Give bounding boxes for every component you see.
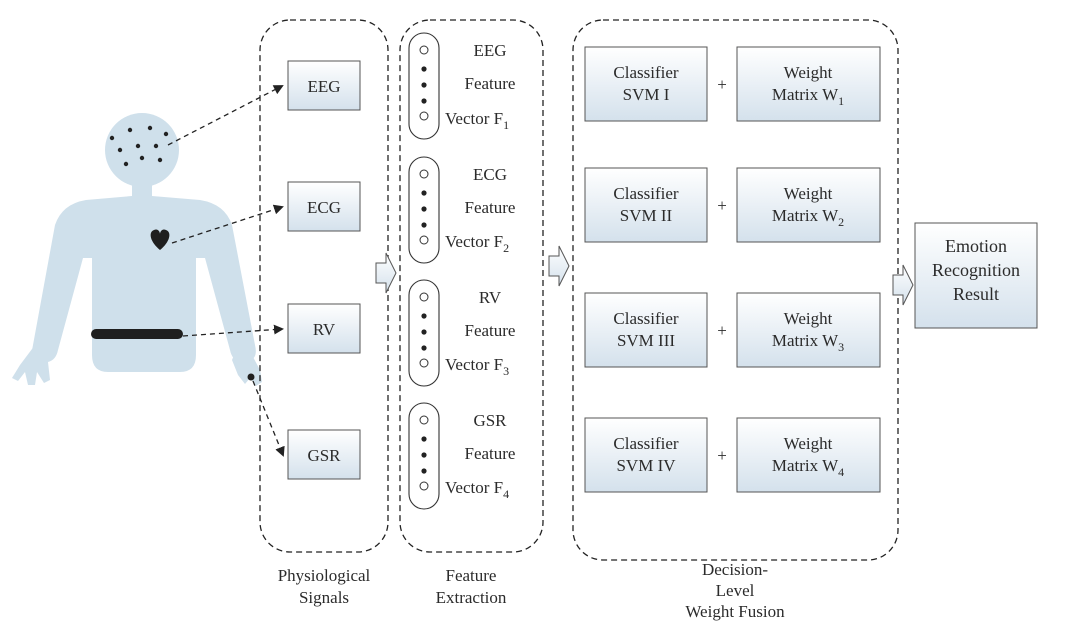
svg-text:Classifier: Classifier — [613, 63, 678, 82]
heart-icon — [150, 229, 170, 250]
svg-text:RV: RV — [313, 320, 336, 339]
svg-text:Feature: Feature — [465, 198, 516, 217]
svg-text:ECG: ECG — [307, 198, 341, 217]
svg-text:GSR: GSR — [307, 446, 341, 465]
feature-vector-gsr: GSR Feature Vector F4 — [408, 402, 516, 510]
signal-box-gsr: GSR — [287, 429, 361, 480]
svg-text:SVM IV: SVM IV — [616, 456, 676, 475]
svg-text:Feature: Feature — [465, 74, 516, 93]
eeg-electrodes — [109, 125, 169, 167]
flow-arrow-1 — [375, 252, 397, 294]
weight-matrix-box — [736, 292, 881, 368]
svg-text:Vector F4: Vector F4 — [445, 478, 509, 501]
svg-text:Physiological: Physiological — [278, 566, 371, 585]
svg-text:Vector F3: Vector F3 — [445, 355, 509, 378]
flow-arrow-2 — [548, 245, 570, 287]
left-hand-shape — [12, 345, 50, 385]
svg-text:EEG: EEG — [307, 77, 340, 96]
svg-text:Signals: Signals — [299, 588, 349, 607]
caption-feature-extraction: Feature Extraction — [436, 566, 507, 607]
svg-text:Extraction: Extraction — [436, 588, 507, 607]
sensor-connections — [167, 85, 285, 457]
svg-text:Vector F2: Vector F2 — [445, 232, 509, 255]
signal-box-ecg: ECG — [287, 181, 361, 232]
svg-text:Matrix W3: Matrix W3 — [772, 331, 844, 354]
svg-text:Weight: Weight — [784, 184, 833, 203]
ecg-connector — [171, 204, 284, 244]
torso-shape — [32, 185, 256, 372]
human-body-figure — [12, 113, 262, 386]
feature-vector-rv: RV Feature Vector F3 — [408, 279, 516, 387]
svg-text:Level: Level — [716, 581, 755, 600]
svg-text:Weight: Weight — [784, 63, 833, 82]
gsr-sensor — [247, 373, 255, 381]
svg-text:Matrix W2: Matrix W2 — [772, 206, 844, 229]
feature-vector-eeg: EEG Feature Vector F1 — [408, 32, 516, 140]
head-shape — [105, 113, 179, 187]
weight-matrix-box — [736, 417, 881, 493]
rv-connector — [182, 324, 284, 337]
svg-text:+: + — [717, 75, 727, 94]
svg-text:+: + — [717, 446, 727, 465]
svg-text:Weight: Weight — [784, 309, 833, 328]
caption-physiological-signals: Physiological Signals — [278, 566, 371, 607]
weight-matrix-box — [736, 46, 881, 122]
classifier-box — [584, 292, 708, 368]
caption-decision-fusion: Decision- Level Weight Fusion — [685, 560, 785, 621]
respiration-belt — [91, 329, 183, 339]
flow-arrow-3 — [892, 264, 914, 306]
feature-extraction-group — [399, 19, 544, 553]
emotion-result-box: Emotion Recognition Result — [914, 222, 1038, 329]
svg-text:Matrix W4: Matrix W4 — [772, 456, 844, 479]
svg-text:RV: RV — [479, 288, 502, 307]
svg-text:GSR: GSR — [473, 411, 507, 430]
svg-text:Vector F1: Vector F1 — [445, 109, 509, 132]
svg-text:Classifier: Classifier — [613, 434, 678, 453]
svg-text:Weight: Weight — [784, 434, 833, 453]
svg-text:ECG: ECG — [473, 165, 507, 184]
svg-text:Recognition: Recognition — [932, 260, 1020, 280]
svg-text:+: + — [717, 196, 727, 215]
eeg-connector — [167, 85, 284, 146]
svg-text:Feature: Feature — [465, 444, 516, 463]
fusion-row-2: Classifier SVM II + Weight Matrix W2 — [584, 167, 881, 243]
classifier-box — [584, 417, 708, 493]
fusion-row-1: Classifier SVM I + Weight Matrix W1 — [584, 46, 881, 122]
svg-text:Matrix W1: Matrix W1 — [772, 85, 844, 108]
svg-text:SVM I: SVM I — [623, 85, 670, 104]
feature-vector-ecg: ECG Feature Vector F2 — [408, 156, 516, 264]
fusion-row-3: Classifier SVM III + Weight Matrix W3 — [584, 292, 881, 368]
gsr-connector — [252, 380, 285, 457]
signal-box-eeg: EEG — [287, 60, 361, 111]
signal-box-rv: RV — [287, 303, 361, 354]
svg-text:SVM II: SVM II — [620, 206, 673, 225]
svg-text:Decision-: Decision- — [702, 560, 768, 579]
svg-text:EEG: EEG — [473, 41, 506, 60]
svg-text:Result: Result — [953, 284, 999, 304]
svg-text:Classifier: Classifier — [613, 309, 678, 328]
svg-text:+: + — [717, 321, 727, 340]
svg-text:Weight Fusion: Weight Fusion — [685, 602, 785, 621]
svg-text:Emotion: Emotion — [945, 236, 1007, 256]
classifier-box — [584, 46, 708, 122]
classifier-box — [584, 167, 708, 243]
svg-text:SVM III: SVM III — [617, 331, 675, 350]
right-hand-shape — [232, 345, 262, 386]
svg-text:Feature: Feature — [465, 321, 516, 340]
fusion-row-4: Classifier SVM IV + Weight Matrix W4 — [584, 417, 881, 493]
weight-matrix-box — [736, 167, 881, 243]
svg-text:Feature: Feature — [446, 566, 497, 585]
svg-text:Classifier: Classifier — [613, 184, 678, 203]
